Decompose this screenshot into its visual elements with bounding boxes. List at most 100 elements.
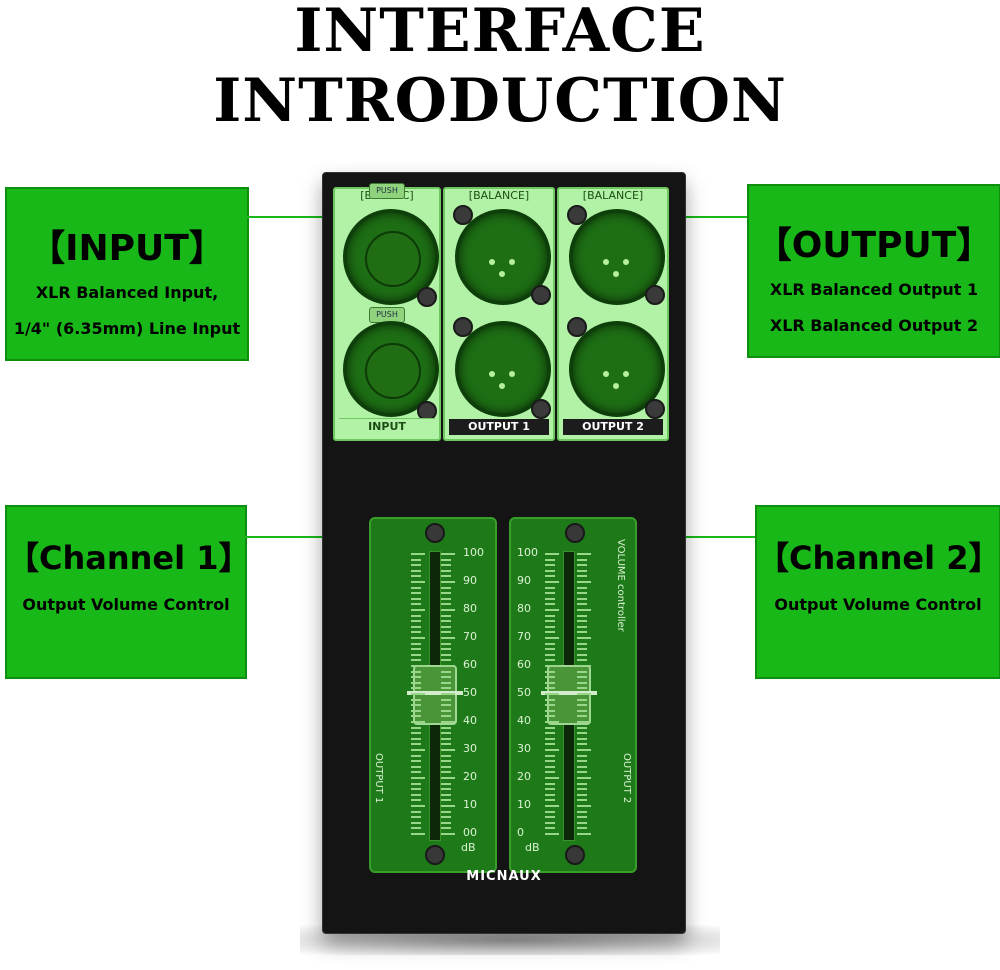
- tick-mark: [545, 625, 555, 628]
- screw-icon: [425, 523, 445, 543]
- tick-mark: [441, 821, 451, 824]
- tick-mark: [545, 558, 555, 561]
- tick-mark: [411, 620, 421, 623]
- screw-icon: [531, 399, 551, 419]
- tick-mark: [577, 765, 587, 768]
- channel2-db-label: dB: [525, 841, 540, 854]
- input-panel: [BALANC] PUSH PUSH INPUT: [333, 183, 441, 441]
- tick-mark: [441, 760, 451, 763]
- push-button-top[interactable]: PUSH: [369, 183, 405, 199]
- input-callout-line2: 1/4" (6.35mm) Line Input: [13, 319, 241, 338]
- tick-mark: [545, 771, 555, 774]
- tick-mark: [545, 732, 555, 735]
- tick-mark: [441, 827, 451, 830]
- tick-mark: [441, 754, 451, 757]
- tick-mark: [545, 687, 555, 690]
- tick-mark: [411, 597, 421, 600]
- scale-label: 70: [517, 630, 531, 643]
- tick-mark: [411, 631, 421, 634]
- tick-mark: [577, 637, 591, 639]
- tick-mark: [441, 782, 451, 785]
- tick-mark: [441, 732, 451, 735]
- tick-mark: [411, 754, 421, 757]
- tick-mark: [441, 816, 451, 819]
- tick-mark: [545, 805, 559, 807]
- tick-mark: [545, 777, 559, 779]
- tick-mark: [411, 816, 421, 819]
- tick-mark: [545, 704, 555, 707]
- tick-mark: [411, 676, 421, 679]
- tick-mark: [577, 575, 587, 578]
- screw-icon: [417, 287, 437, 307]
- tick-mark: [577, 805, 591, 807]
- screw-icon: [565, 845, 585, 865]
- tick-mark: [441, 805, 455, 807]
- tick-mark: [411, 693, 425, 695]
- input-callout: 【INPUT】 XLR Balanced Input, 1/4" (6.35mm…: [5, 187, 249, 361]
- input-connector-line: [245, 216, 340, 218]
- tick-mark: [577, 670, 587, 673]
- tick-mark: [545, 810, 555, 813]
- scale-label: 90: [463, 574, 477, 587]
- tick-mark: [411, 732, 421, 735]
- tick-mark: [411, 704, 421, 707]
- tick-mark: [545, 631, 555, 634]
- tick-mark: [545, 670, 555, 673]
- tick-mark: [411, 827, 421, 830]
- tick-mark: [545, 659, 555, 662]
- tick-mark: [411, 564, 421, 567]
- tick-mark: [577, 581, 591, 583]
- tick-mark: [545, 637, 559, 639]
- tick-mark: [577, 676, 587, 679]
- tick-mark: [577, 810, 587, 813]
- tick-mark: [441, 726, 451, 729]
- tick-mark: [577, 821, 587, 824]
- tick-mark: [545, 833, 559, 835]
- tick-mark: [577, 665, 591, 667]
- tick-mark: [411, 592, 421, 595]
- tick-mark: [577, 777, 591, 779]
- scale-label: 30: [517, 742, 531, 755]
- tick-mark: [545, 665, 559, 667]
- push-button-bottom[interactable]: PUSH: [369, 307, 405, 323]
- tick-mark: [441, 648, 451, 651]
- scale-label: 50: [463, 686, 477, 699]
- tick-mark: [411, 793, 421, 796]
- tick-mark: [577, 827, 587, 830]
- tick-mark: [545, 597, 555, 600]
- tick-mark: [441, 793, 451, 796]
- tick-mark: [545, 827, 555, 830]
- channel1-db-label: dB: [461, 841, 476, 854]
- tick-mark: [577, 687, 587, 690]
- tick-mark: [545, 754, 555, 757]
- tick-mark: [441, 631, 451, 634]
- tick-mark: [441, 788, 451, 791]
- scale-label: 30: [463, 742, 477, 755]
- tick-mark: [545, 564, 555, 567]
- tick-mark: [411, 805, 425, 807]
- tick-mark: [577, 609, 591, 611]
- tick-mark: [545, 782, 555, 785]
- tick-mark: [441, 743, 451, 746]
- balance-label-1: [BALANCE]: [468, 189, 530, 202]
- tick-mark: [545, 799, 555, 802]
- tick-mark: [441, 799, 451, 802]
- tick-mark: [577, 816, 587, 819]
- scale-label: 100: [517, 546, 538, 559]
- tick-mark: [577, 653, 587, 656]
- tick-mark: [441, 609, 455, 611]
- tick-mark: [545, 676, 555, 679]
- tick-mark: [411, 553, 425, 555]
- channel2-callout-title: 【Channel 2】: [757, 539, 1000, 577]
- tick-mark: [441, 749, 455, 751]
- tick-mark: [545, 569, 555, 572]
- output2-panel: [BALANCE] OUTPUT 2: [557, 187, 669, 441]
- channel2-fader-knob[interactable]: [541, 665, 597, 725]
- tick-mark: [577, 715, 587, 718]
- tick-mark: [411, 788, 421, 791]
- channel1-fader-knob[interactable]: [407, 665, 463, 725]
- tick-mark: [545, 575, 555, 578]
- combo-jack-bottom[interactable]: [343, 321, 439, 417]
